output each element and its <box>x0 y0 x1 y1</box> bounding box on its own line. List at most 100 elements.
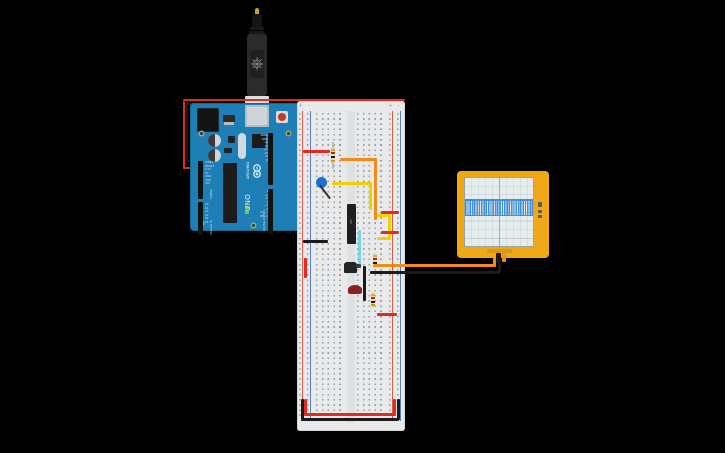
arduino-power-pin-labels: IOREF RESET 3.3V 5V GND GND VIN <box>205 161 223 201</box>
resistor-r1-lead-top <box>332 142 334 148</box>
wire-black-vertical-lower[interactable] <box>363 266 366 301</box>
arduino-digital-header-upper[interactable] <box>268 133 273 185</box>
wire-black-to-oscilloscope-riser[interactable] <box>498 256 501 272</box>
arduino-power-header[interactable] <box>198 161 203 199</box>
resistor-r1-band-2 <box>331 152 335 154</box>
arduino-led-l <box>245 206 249 209</box>
digital-label-1: TX→1 <box>260 211 268 214</box>
arduino-digital-pin-labels-lower: 7 ~6 ~5 4 ~3 2 TX→1 RX←0 <box>256 190 268 235</box>
wire-red-left-rail-stub[interactable] <box>304 258 307 278</box>
usb-cable-tip-accent <box>255 8 259 16</box>
capacitor-blue[interactable] <box>316 177 327 188</box>
wire-yellow-horizontal[interactable] <box>332 182 372 185</box>
ic-555-chip[interactable]: 555 <box>347 204 356 244</box>
arduino-uno-label: UNO <box>245 193 252 211</box>
oscilloscope[interactable] <box>457 171 549 263</box>
wire-red-bottom-right-riser[interactable] <box>393 399 396 416</box>
oscilloscope-button-1[interactable] <box>538 202 542 207</box>
digital-label-2: 2 <box>266 207 268 211</box>
power-label-gnd-1: GND <box>205 175 212 178</box>
wire-black-bottom-left-riser[interactable] <box>301 399 304 420</box>
digital-label-gnd: GND <box>261 137 268 141</box>
wire-yellow-vertical[interactable] <box>369 182 372 210</box>
resistor-r1[interactable] <box>331 147 335 164</box>
resistor-r2-band-1 <box>373 255 377 257</box>
arduino-digital-pin-labels: AREF GND 13 12 ~11 ~10 ~9 8 <box>256 134 268 184</box>
usb-cable-ring-2 <box>249 31 265 34</box>
arduino-mount-hole-tl <box>200 132 203 135</box>
usb-cable-ring-1 <box>250 27 264 30</box>
power-label-gnd-2: GND <box>205 178 212 182</box>
transistor-q1[interactable] <box>344 262 357 273</box>
oscilloscope-button-3[interactable] <box>538 215 542 218</box>
wire-cyan-vertical[interactable] <box>358 230 361 266</box>
arduino-digital-header-lower[interactable] <box>268 189 273 234</box>
oscilloscope-screen <box>464 177 534 247</box>
arduino-capacitor-1 <box>208 134 221 147</box>
power-label-3v3: 3.3V <box>205 168 211 171</box>
wire-yellow-loop-top[interactable] <box>377 214 391 217</box>
analog-label-a0: A0 <box>205 203 209 206</box>
wire-5v-horizontal-top[interactable] <box>183 99 405 101</box>
digital-label-10: ~10 <box>263 151 268 155</box>
resistor-r1-band-1 <box>331 149 335 151</box>
wire-red-right-mid[interactable] <box>381 231 399 234</box>
wire-orange-upper-horizontal[interactable] <box>340 158 377 161</box>
power-label-vin: VIN <box>205 182 210 185</box>
oscilloscope-probe-positive[interactable] <box>502 253 506 262</box>
oscilloscope-probe-negative[interactable] <box>496 253 501 263</box>
wire-orange-to-oscilloscope-riser[interactable] <box>493 254 496 266</box>
arduino-mount-hole-tr <box>287 132 290 135</box>
resistor-r3[interactable] <box>371 292 375 308</box>
power-label-5v: 5V <box>205 171 209 175</box>
wire-black-to-oscilloscope[interactable] <box>370 271 500 274</box>
wire-5v-vertical-left[interactable] <box>183 101 185 169</box>
arduino-voltage-regulator <box>223 115 235 122</box>
power-label-ioref: IOREF <box>205 161 214 164</box>
arduino-infinity-logo <box>249 163 265 179</box>
analog-label-a2: A2 <box>205 210 209 213</box>
oscilloscope-footer-plate <box>487 249 512 253</box>
wire-orange-to-oscilloscope[interactable] <box>374 264 496 267</box>
resistor-r3-band-3 <box>371 301 375 303</box>
digital-label-7: 7 <box>266 190 268 193</box>
resistor-r2-band-3 <box>373 262 377 264</box>
arduino-analog-header[interactable] <box>198 202 203 235</box>
arduino-usb-port <box>245 105 269 127</box>
wire-red-lower-right[interactable] <box>377 313 397 316</box>
oscilloscope-button-2[interactable] <box>538 210 542 213</box>
wire-yellow-loop-bottom[interactable] <box>377 237 391 240</box>
wire-5v-stub-left[interactable] <box>183 167 195 169</box>
wire-black-bottom-horizontal[interactable] <box>301 418 399 421</box>
analog-label-a3: A3 <box>205 213 209 217</box>
breadboard-rail-plus-top-right: + <box>389 103 392 109</box>
arduino-analog-header-label: ANALOG IN <box>210 219 213 235</box>
resistor-r3-band-4 <box>371 304 375 306</box>
digital-label-12: 12 <box>264 144 268 148</box>
usb-cable[interactable]: ⎈ <box>245 8 273 116</box>
arduino-reset-button[interactable] <box>276 111 288 123</box>
arduino-uno-board[interactable]: IOREF RESET 3.3V 5V GND GND VIN A0 A1 A2… <box>190 103 305 235</box>
wire-red-right-upper[interactable] <box>381 211 399 214</box>
resistor-r1-band-3 <box>331 156 335 158</box>
wire-gnd-vertical-left[interactable] <box>186 104 188 162</box>
wire-red-bottom-left-riser[interactable] <box>304 399 307 416</box>
resistor-r3-band-2 <box>371 297 375 299</box>
digital-label-8: 8 <box>266 158 268 162</box>
wire-black-bottom-right-riser[interactable] <box>397 399 400 420</box>
wire-black-field-jumper[interactable] <box>303 240 328 243</box>
digital-label-9: ~9 <box>264 155 268 158</box>
wire-yellow-loop-side[interactable] <box>388 214 391 240</box>
ic-555-label: 555 <box>348 219 353 225</box>
wire-red-rail-to-field-top[interactable] <box>303 150 330 153</box>
wire-orange-upper-vertical[interactable] <box>374 158 377 220</box>
digital-label-3: ~3 <box>264 204 268 207</box>
breadboard-rail-minus-top-right: - <box>398 103 400 109</box>
arduino-power-jack <box>197 108 219 132</box>
usb-cable-strain-relief <box>252 14 262 28</box>
arduino-smd-component-2 <box>228 136 235 143</box>
wire-red-bottom-horizontal[interactable] <box>304 413 396 416</box>
led-1[interactable] <box>348 285 362 294</box>
resistor-r1-band-4 <box>331 160 335 162</box>
